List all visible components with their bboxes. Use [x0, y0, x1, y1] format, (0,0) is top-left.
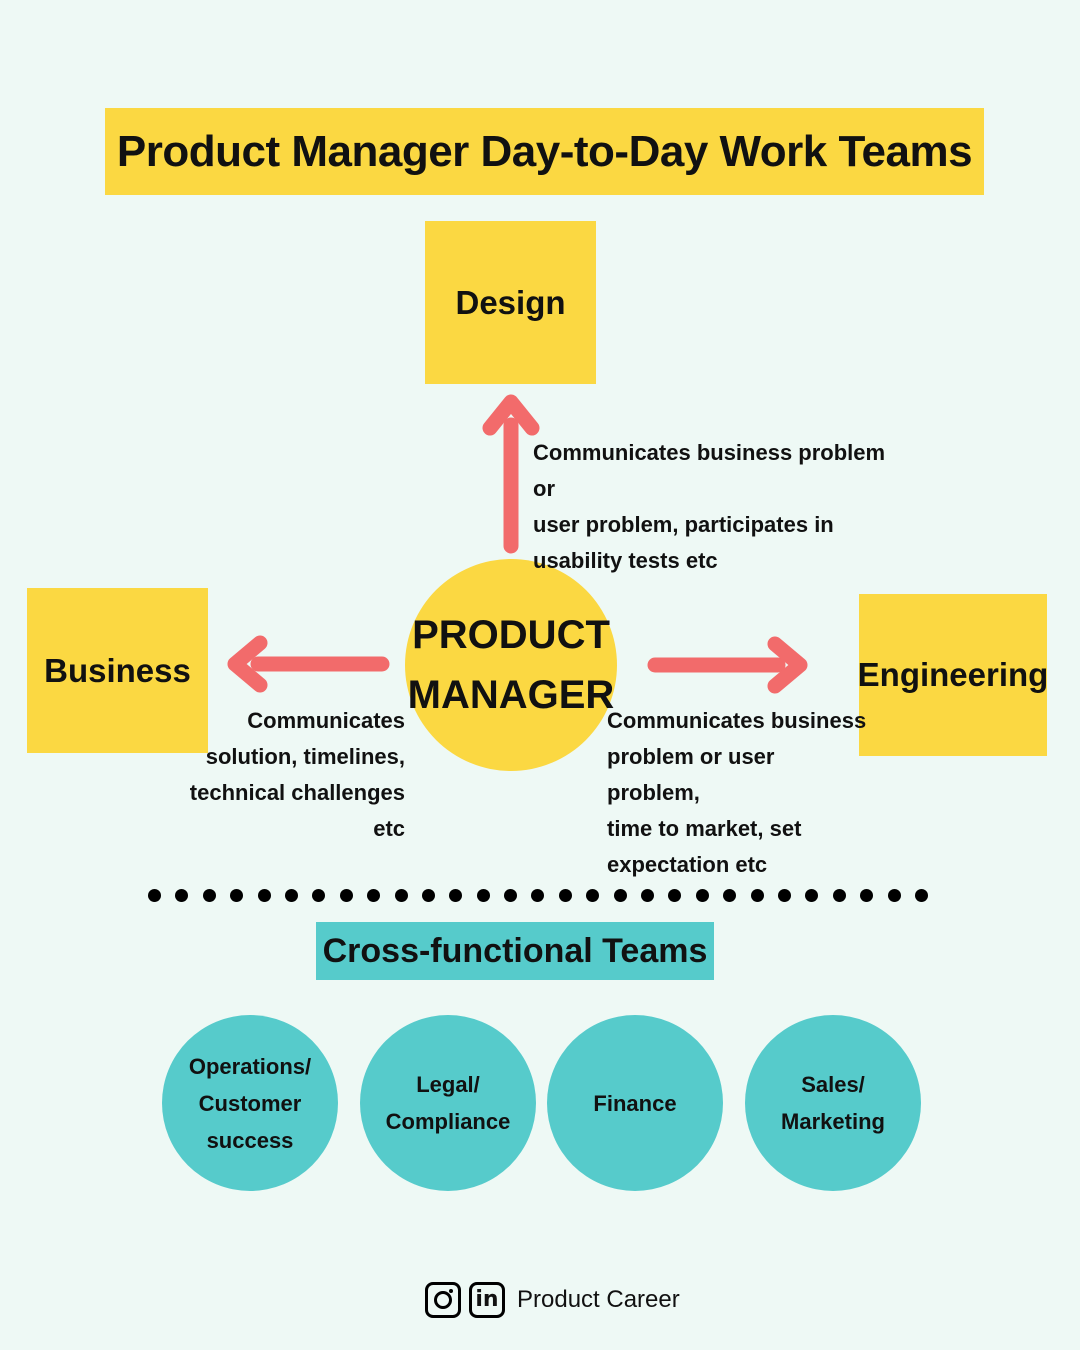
engineering-desc-line: Communicates business [607, 708, 867, 733]
divider-dot [284, 888, 298, 902]
divider-dot [558, 888, 572, 902]
divider-dot [449, 888, 463, 902]
team-circle-legal: Legal/ Compliance [360, 1015, 536, 1191]
team-circle-operations: Operations/ Customer success [162, 1015, 338, 1191]
divider-dot [695, 888, 709, 902]
divider-dot [668, 888, 682, 902]
divider-dot [860, 888, 874, 902]
engineering-desc-line: expectation etc [607, 852, 768, 877]
business-desc-line: etc [373, 816, 405, 841]
divider-dot [312, 888, 326, 902]
engineering-desc-line: time to market, set [607, 816, 802, 841]
business-description: Communicates solution, timelines, techni… [180, 703, 405, 847]
team-label-line: Marketing [781, 1109, 885, 1134]
divider-dot [641, 888, 655, 902]
divider-dot [339, 888, 353, 902]
linkedin-glyph: in [475, 1287, 499, 1312]
business-desc-line: technical challenges [189, 780, 405, 805]
design-label: Design [455, 283, 566, 321]
divider-dot [887, 888, 901, 902]
arrow-right-to-engineering [647, 636, 808, 694]
divider-dot [504, 888, 518, 902]
engineering-description: Communicates business problem or user pr… [607, 703, 867, 883]
divider-dot [914, 888, 928, 902]
arrow-up-to-design [482, 394, 540, 554]
divider-dot [230, 888, 244, 902]
instagram-icon[interactable] [425, 1282, 461, 1318]
divider-dot [750, 888, 764, 902]
team-circle-sales: Sales/ Marketing [745, 1015, 921, 1191]
team-label-line: Finance [593, 1090, 677, 1116]
team-label-line: success [206, 1127, 294, 1153]
footer-brand: Product Career [517, 1286, 680, 1313]
divider-dot [531, 888, 545, 902]
design-desc-line: Communicates business problem or [533, 440, 886, 501]
divider-dot [805, 888, 819, 902]
design-desc-line: usability tests etc [533, 548, 718, 573]
page-title: Product Manager Day-to-Day Work Teams [116, 126, 973, 176]
divider-dot [202, 888, 216, 902]
arrow-left-to-business [227, 635, 390, 693]
dotted-divider [148, 886, 928, 904]
divider-dot [476, 888, 490, 902]
divider-dot [175, 888, 189, 902]
engineering-label: Engineering [857, 656, 1049, 693]
divider-dot [832, 888, 846, 902]
divider-dot [421, 888, 435, 902]
engineering-box: Engineering [857, 594, 1049, 756]
design-description: Communicates business problem or user pr… [533, 435, 913, 579]
design-desc-line: user problem, participates in [533, 512, 834, 537]
design-box: Design [425, 221, 596, 384]
team-label-line: Legal/ [416, 1072, 480, 1097]
business-label: Business [44, 651, 191, 689]
divider-dot [394, 888, 408, 902]
pm-label-line2: MANAGER [407, 673, 615, 717]
footer: in Product Career [425, 1280, 680, 1320]
divider-dot [257, 888, 271, 902]
linkedin-icon[interactable]: in [469, 1282, 505, 1318]
divider-dot [148, 888, 161, 902]
divider-dot [613, 888, 627, 902]
product-manager-circle: PRODUCT MANAGER [405, 559, 617, 771]
team-circle-finance: Finance [547, 1015, 723, 1191]
cross-functional-heading: Cross-functional Teams [322, 931, 708, 970]
team-label-line: Customer [198, 1090, 302, 1116]
business-box: Business [27, 588, 208, 753]
team-label-line: Sales/ [801, 1072, 865, 1097]
cross-functional-banner: Cross-functional Teams [316, 922, 714, 980]
business-desc-line: Communicates [247, 708, 405, 733]
divider-dot [367, 888, 381, 902]
engineering-desc-line: problem or user problem, [607, 744, 775, 805]
divider-dot [723, 888, 737, 902]
title-banner: Product Manager Day-to-Day Work Teams [105, 108, 984, 195]
business-desc-line: solution, timelines, [205, 744, 405, 769]
team-label-line: Compliance [385, 1109, 511, 1134]
divider-dot [777, 888, 791, 902]
team-label-line: Operations/ [188, 1053, 312, 1079]
divider-dot [586, 888, 600, 902]
pm-label-line1: PRODUCT [412, 613, 610, 657]
